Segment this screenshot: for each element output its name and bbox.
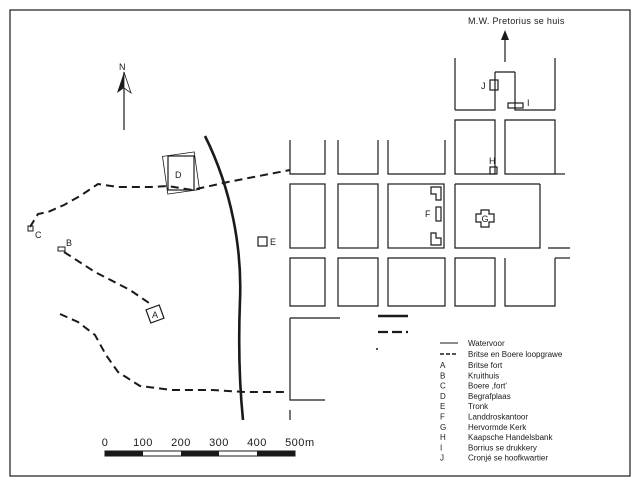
legend-site-label: Hervormde Kerk xyxy=(468,423,527,432)
site-e-label: E xyxy=(270,237,276,247)
scale-segment-filled xyxy=(257,451,295,456)
site-a-label: A xyxy=(152,310,158,320)
scale-segment-filled xyxy=(105,451,143,456)
site-c-label: C xyxy=(35,230,42,240)
site-i-label: I xyxy=(527,98,530,108)
legend-site-label: Begrafplaas xyxy=(468,392,511,401)
site-i-printing-works: I xyxy=(507,98,530,109)
stray-dot xyxy=(376,348,378,350)
legend-site-code: H xyxy=(440,433,446,442)
scale-segments xyxy=(105,451,295,456)
site-g-label: G xyxy=(482,214,489,224)
scale-tick-label: 200 xyxy=(171,437,191,449)
legend-site-label: Cronjé se hoofkwartier xyxy=(468,454,548,463)
scale-tick-label: 400 xyxy=(247,437,267,449)
site-a-british-fort: A xyxy=(145,304,165,324)
legend-site-label: Kaapsche Handelsbank xyxy=(468,433,554,442)
legend-site-label: Landdroskantoor xyxy=(468,413,528,422)
legend-site-code: E xyxy=(440,402,445,411)
town-blocks xyxy=(289,58,570,420)
legend-site-code: B xyxy=(440,371,445,380)
scale-tick-label: 0 xyxy=(102,437,109,449)
site-b-label: B xyxy=(66,238,72,248)
trench-north xyxy=(29,169,291,228)
legend-site-code: G xyxy=(440,423,446,432)
scale-unit-label: m xyxy=(305,437,315,449)
legend: Watervoor Britse en Boere loopgrawe A Bri… xyxy=(440,339,563,463)
legend-site-label: Boere ,fort' xyxy=(468,382,507,391)
legend-site-code: J xyxy=(440,454,444,463)
site-c-boer-fort: C xyxy=(27,225,42,240)
watervoor-river xyxy=(203,135,245,421)
site-f-label: F xyxy=(425,209,431,219)
site-h-label: H xyxy=(489,156,496,166)
site-d-label: D xyxy=(175,170,182,180)
pretorius-house-label: M.W. Pretorius se huis xyxy=(468,16,565,26)
site-g-church: G xyxy=(475,209,495,228)
legend-site-code: C xyxy=(440,382,446,391)
site-e-jail: E xyxy=(257,236,276,247)
legend-site-code: F xyxy=(440,413,445,422)
legend-site-code: D xyxy=(440,392,446,401)
site-j-label: J xyxy=(481,81,486,91)
scale-segment-filled xyxy=(181,451,219,456)
legend-line-label: Watervoor xyxy=(468,339,505,348)
legend-line-label: Britse en Boere loopgrawe xyxy=(468,350,563,359)
map-frame xyxy=(9,9,631,477)
pretorius-house-pointer: M.W. Pretorius se huis xyxy=(468,16,565,62)
trenches xyxy=(29,169,291,393)
site-j-headquarters: J xyxy=(481,79,499,91)
north-arrow: N xyxy=(117,62,132,130)
legend-site-code: I xyxy=(440,443,442,452)
trench-b-to-a xyxy=(63,251,153,306)
site-h-bank: H xyxy=(489,156,498,175)
trench-south xyxy=(59,313,288,393)
scale-tick-label: 100 xyxy=(133,437,153,449)
legend-site-label: Kruithuis xyxy=(468,371,499,380)
site-f-magistrate-office: F xyxy=(425,186,442,246)
scale-tick-label: 300 xyxy=(209,437,229,449)
north-label: N xyxy=(119,62,126,72)
site-d-cemetery: D xyxy=(162,151,200,195)
legend-site-code: A xyxy=(440,361,446,370)
legend-site-label: Tronk xyxy=(468,402,489,411)
legend-site-label: Borrius se drukkery xyxy=(468,443,537,452)
scale-tick-label: 500 xyxy=(285,437,305,449)
site-b-powder-house: B xyxy=(57,238,72,252)
legend-site-label: Britse fort xyxy=(468,361,503,370)
